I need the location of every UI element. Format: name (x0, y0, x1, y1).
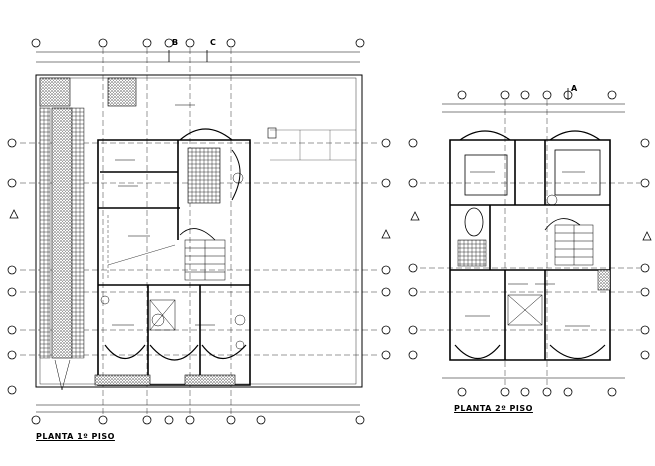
section-marker-c: C (210, 38, 216, 47)
left-axis-markers (7, 138, 17, 395)
first-floor-title: PLANTA 1º PISO (36, 432, 115, 441)
first-floor-plan (7, 38, 391, 425)
section-marker-a: A (571, 84, 578, 93)
top-axis-markers-2 (457, 90, 617, 100)
house-walls-1 (97, 139, 251, 386)
section-markers-1 (9, 50, 391, 239)
section-markers-2 (410, 88, 652, 241)
house-walls-2 (449, 139, 611, 361)
bottom-axis-markers (31, 415, 365, 425)
second-floor-plan (408, 88, 652, 397)
right-axis-markers-2 (640, 138, 650, 360)
left-axis-markers-2 (408, 138, 418, 360)
second-floor-title: PLANTA 2º PISO (454, 404, 533, 413)
bottom-axis-markers-2 (457, 387, 617, 397)
top-axis-markers (31, 38, 365, 48)
section-marker-b: B (172, 38, 179, 47)
right-axis-markers (381, 138, 391, 360)
